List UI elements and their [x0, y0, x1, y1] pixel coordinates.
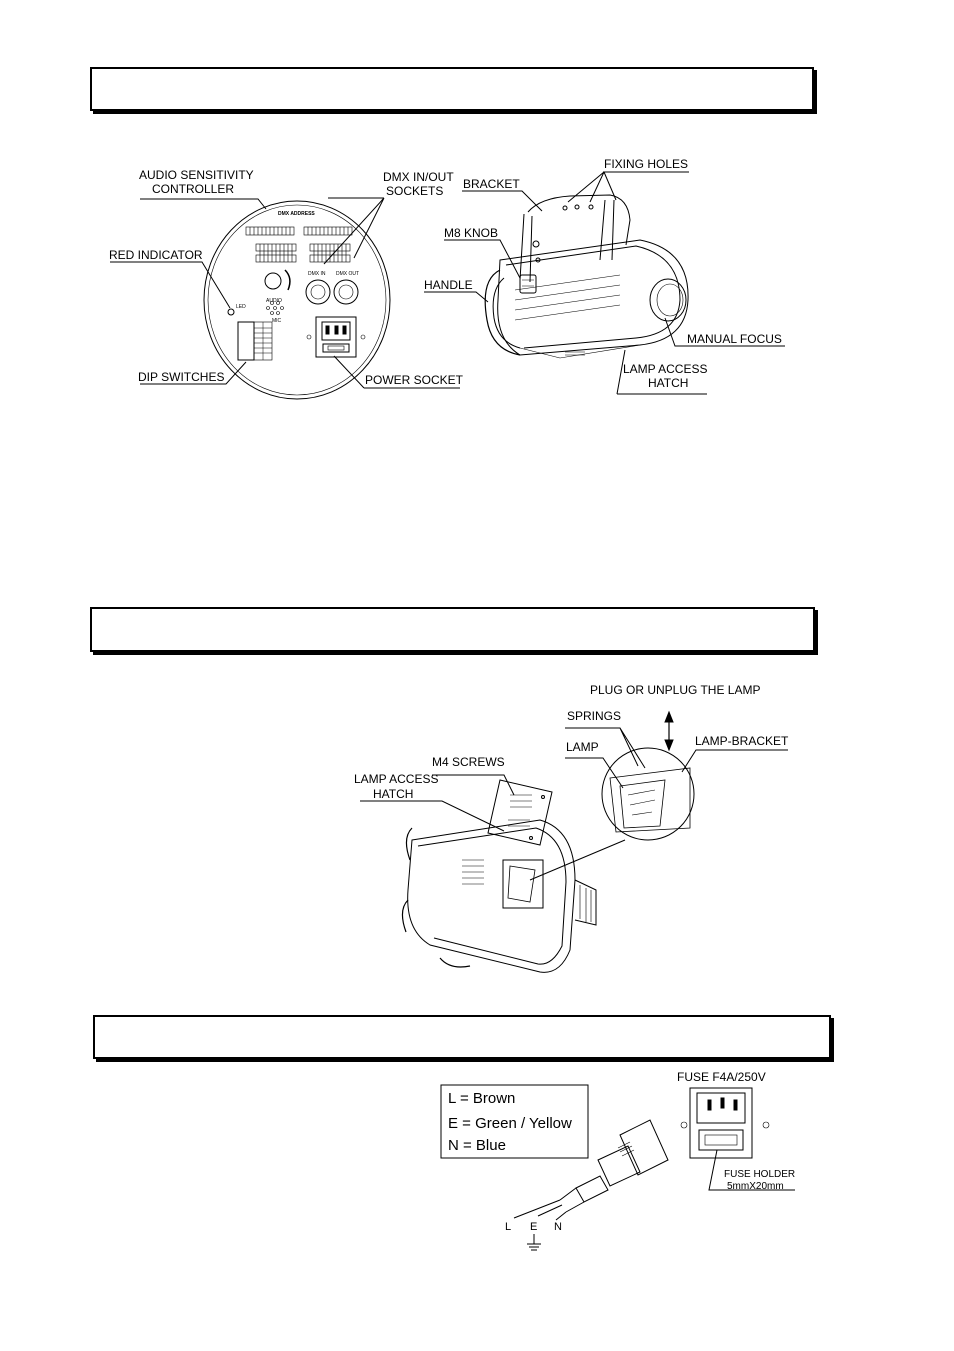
springs-leader [565, 727, 646, 769]
lamp-bracket-leader [681, 749, 788, 773]
plug-unplug-label: PLUG OR UNPLUG THE LAMP [590, 683, 760, 697]
lamp-bracket-label: LAMP-BRACKET [695, 734, 789, 748]
dmx-sockets-leader [323, 197, 385, 265]
dmx-address-switches [245, 226, 353, 263]
handle-leader [424, 291, 489, 303]
fixture-side-diagram [424, 171, 785, 395]
wire-label-n: N [554, 1221, 562, 1233]
manual-focus-label: MANUAL FOCUS [687, 332, 782, 346]
lamp-access-hatch-leader-2 [360, 800, 505, 832]
section-header-box-2 [90, 607, 815, 652]
dip-switches-leader [140, 361, 247, 385]
fuse-holder-leader [708, 1149, 795, 1191]
audio-sensitivity-label-1: AUDIO SENSITIVITY [139, 168, 254, 182]
legend-green-yellow: E = Green / Yellow [448, 1115, 572, 1132]
legend-blue: N = Blue [448, 1137, 506, 1154]
mic-grille [266, 301, 284, 315]
dmx-out-panel-label: DMX OUT [336, 271, 359, 277]
lamp-leader [565, 757, 624, 789]
m8-knob-label: M8 KNOB [444, 226, 498, 240]
fuse-rating-label: FUSE F4A/250V [677, 1070, 766, 1084]
m4-screws-leader [432, 774, 515, 796]
led-panel-label: LED [236, 304, 246, 310]
fixing-holes-label: FIXING HOLES [604, 157, 688, 171]
springs-label: SPRINGS [567, 709, 621, 723]
dip-switches-label: DIP SWITCHES [138, 370, 224, 384]
rear-panel-diagram: DMX ADDRESS AUDIO DMX IN DMX OUT LED [110, 197, 460, 400]
dmx-address-label: DMX ADDRESS [278, 211, 315, 217]
power-socket [306, 316, 366, 358]
fixing-holes-leader [567, 171, 689, 203]
red-indicator-leader [110, 261, 231, 309]
lamp-label: LAMP [566, 740, 599, 754]
legend-brown: L = Brown [448, 1090, 515, 1107]
handle-label: HANDLE [424, 278, 473, 292]
power-connection-diagram [440, 1084, 795, 1251]
red-indicator-label: RED INDICATOR [109, 248, 203, 262]
power-inlet [680, 1087, 770, 1159]
lamp-access-hatch-leader-1 [616, 349, 707, 395]
dmx-sockets-label-1: DMX IN/OUT [383, 170, 454, 184]
wire-label-e: E [530, 1221, 537, 1233]
fuse-holder-label-2: 5mmX20mm [727, 1181, 784, 1192]
lamp-zoom-circle [601, 747, 695, 841]
section-header-box-1 [90, 67, 814, 111]
lamp-access-hatch-label-2a: LAMP ACCESS [354, 772, 438, 786]
lamp-access-hatch-label-1b: HATCH [648, 376, 688, 390]
audio-sensitivity-label-2: CONTROLLER [152, 182, 234, 196]
power-socket-leader [333, 355, 460, 389]
dmx-in-panel-label: DMX IN [308, 271, 326, 277]
dip-switch-block [237, 321, 273, 361]
wire-label-l: L [505, 1221, 511, 1233]
iec-plug [619, 1119, 669, 1176]
lamp-access-hatch-label-2b: HATCH [373, 787, 413, 801]
m4-screws-label: M4 SCREWS [432, 755, 505, 769]
lamp-hatch-plate [487, 779, 553, 846]
m8-knob-leader [444, 239, 521, 279]
manual-focus-leader [664, 317, 785, 347]
red-indicator-led [227, 308, 235, 316]
bracket-leader [462, 190, 543, 212]
dmx-sockets-label-2: SOCKETS [386, 184, 443, 198]
dmx-out-socket [333, 279, 359, 305]
audio-panel-label: AUDIO [266, 298, 282, 304]
audio-knob [264, 272, 282, 290]
wire-colour-legend-box [440, 1084, 589, 1159]
section-header-box-3 [93, 1015, 831, 1059]
audio-sensitivity-leader [140, 198, 267, 210]
fuse-holder-label-1: FUSE HOLDER [724, 1169, 795, 1180]
bracket-label: BRACKET [463, 177, 520, 191]
lamp-access-hatch-label-1a: LAMP ACCESS [623, 362, 707, 376]
power-socket-label: POWER SOCKET [365, 373, 464, 387]
lamp-replacement-diagram [360, 710, 788, 973]
mic-panel-label: MIC [272, 318, 282, 324]
dmx-in-socket [305, 279, 331, 305]
